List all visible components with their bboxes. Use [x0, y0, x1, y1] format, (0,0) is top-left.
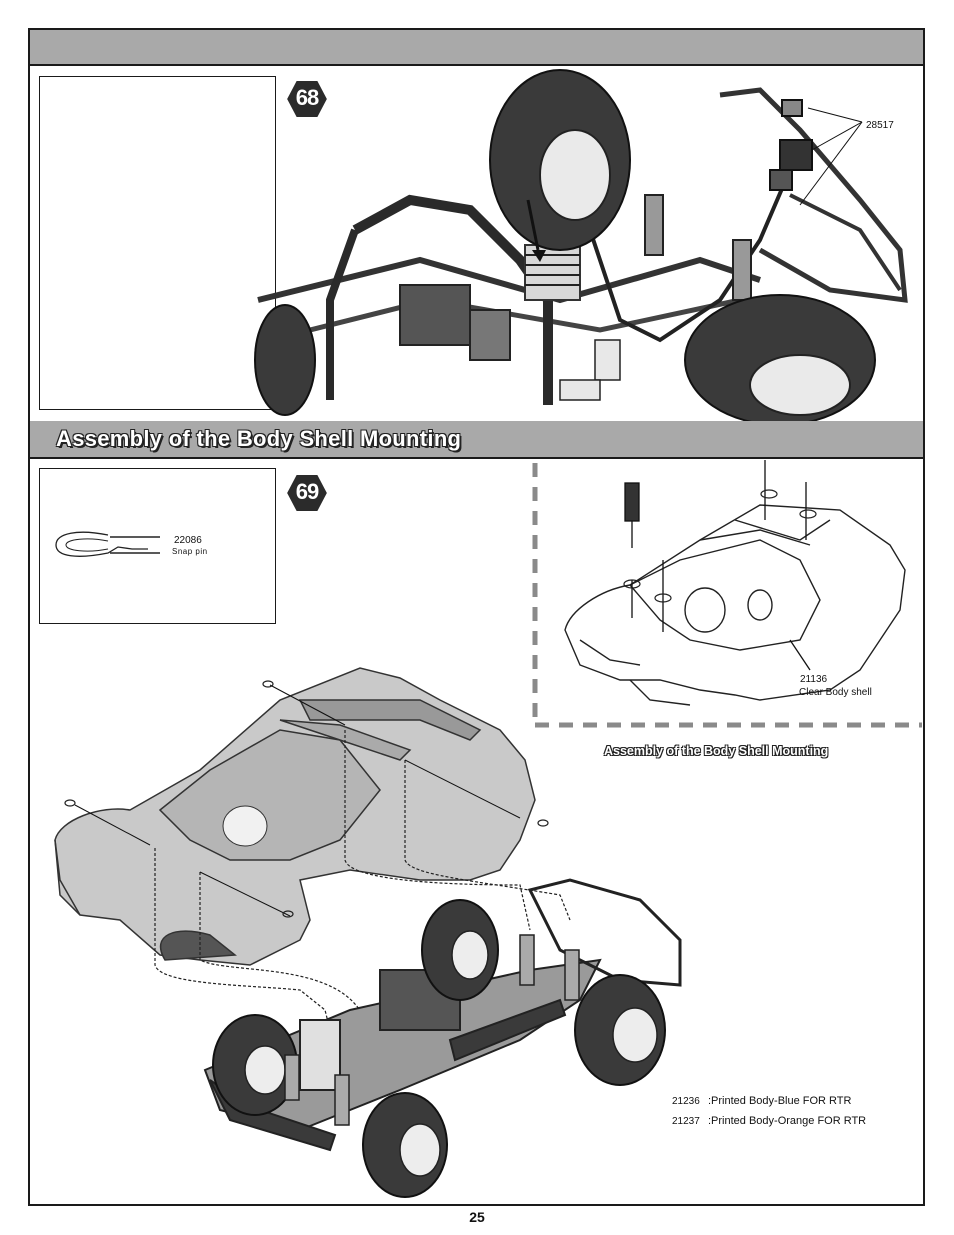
step-badge-69: 69 — [284, 473, 330, 513]
section-header: Assembly of the Body Shell Mounting — [30, 421, 923, 459]
part-callout-28517: 28517 — [866, 120, 894, 131]
part-code-22086: 22086 — [174, 535, 202, 546]
header-bar — [30, 30, 923, 66]
step-badge-68: 68 — [284, 79, 330, 119]
option-21236-code: 21236 — [672, 1096, 700, 1107]
step-number: 69 — [295, 479, 319, 504]
part-code-21136: 21136 — [800, 674, 828, 685]
part-name-snap-pin: Snap pin — [172, 547, 208, 556]
part-name-clear-body-shell: Clear Body shell — [799, 687, 872, 698]
page-number: 25 — [469, 1209, 485, 1225]
page-frame — [28, 28, 925, 1206]
option-21237-code: 21237 — [672, 1116, 700, 1127]
snap-pin-icon — [55, 531, 160, 557]
option-21236-text: :Printed Body-Blue FOR RTR — [708, 1095, 852, 1107]
hexagon-icon — [284, 473, 330, 513]
hexagon-icon — [284, 79, 330, 119]
option-21237-text: :Printed Body-Orange FOR RTR — [708, 1115, 867, 1127]
parts-box-step68 — [39, 76, 276, 410]
step-number: 68 — [295, 85, 319, 110]
detail-caption: Assembly of the Body Shell Mounting — [604, 744, 829, 758]
section-title: Assembly of the Body Shell Mounting — [56, 426, 462, 451]
parts-box-step69: 22086 Snap pin — [39, 468, 276, 624]
